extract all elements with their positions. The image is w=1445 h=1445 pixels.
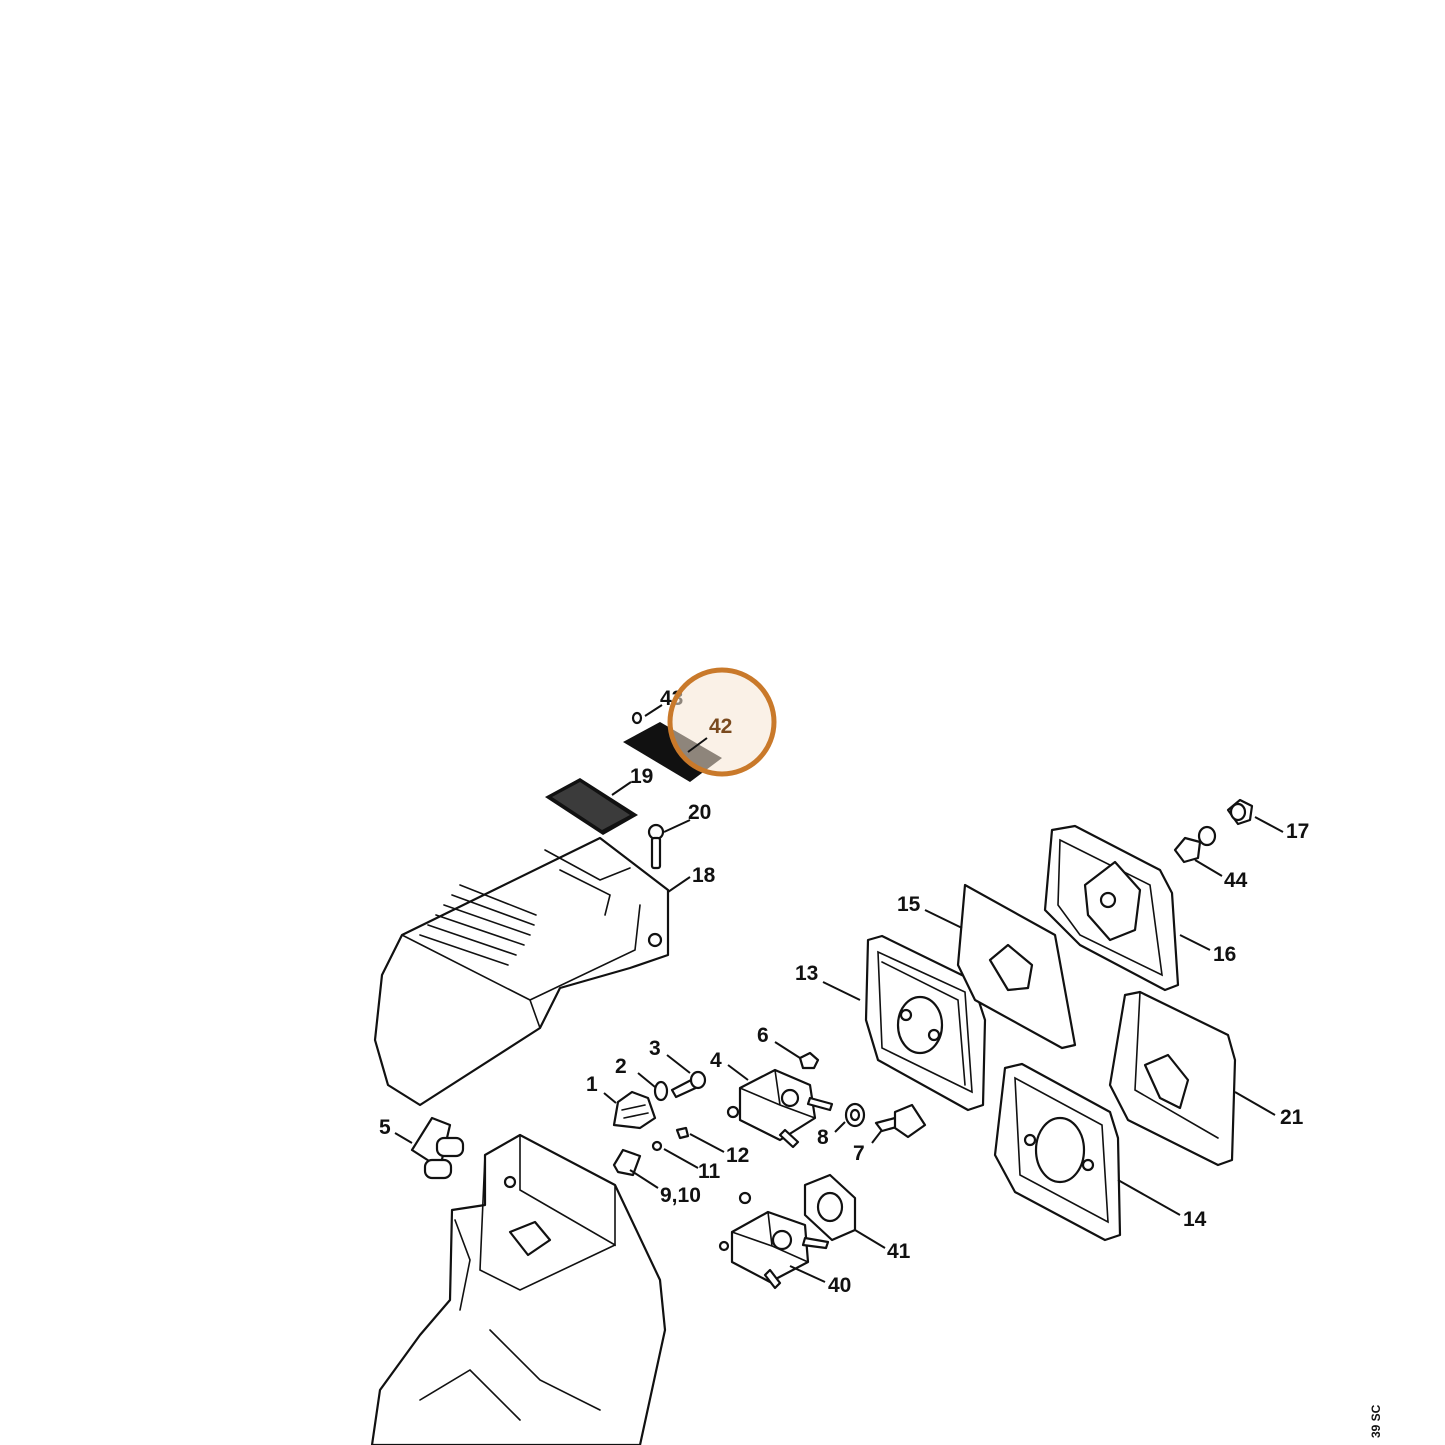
label-6: 6 <box>757 1024 769 1047</box>
part-filter-base-14[interactable] <box>993 1062 1122 1242</box>
label-20: 20 <box>688 801 711 824</box>
label-14: 14 <box>1183 1208 1207 1231</box>
highlight-marker-42[interactable]: 42 <box>667 667 777 777</box>
label-17: 17 <box>1286 820 1309 843</box>
highlight-leader <box>687 737 708 753</box>
label-9-10: 9,10 <box>660 1184 701 1207</box>
label-4: 4 <box>710 1049 722 1072</box>
highlight-circle <box>667 667 777 777</box>
part-filter-base-13[interactable] <box>864 934 987 1112</box>
part-intake-5[interactable] <box>410 1116 465 1180</box>
label-13: 13 <box>795 962 818 985</box>
label-16: 16 <box>1213 943 1236 966</box>
part-choke-7[interactable] <box>874 1103 927 1139</box>
label-12: 12 <box>726 1144 749 1167</box>
part-screw-3[interactable] <box>670 1070 707 1099</box>
part-washer-44[interactable] <box>1173 825 1217 864</box>
label-44: 44 <box>1224 869 1248 892</box>
part-filter-cover-16[interactable] <box>1043 824 1180 992</box>
part-nut-43[interactable] <box>631 711 643 725</box>
label-7: 7 <box>853 1142 865 1165</box>
part-baffle-1[interactable] <box>612 1090 657 1130</box>
label-41: 41 <box>887 1240 911 1263</box>
part-nut-17[interactable] <box>1226 798 1254 826</box>
label-5: 5 <box>379 1116 391 1139</box>
part-filter-15[interactable] <box>956 883 1077 1050</box>
part-carburetor-40[interactable] <box>718 1191 830 1290</box>
label-19: 19 <box>630 765 653 788</box>
label-3: 3 <box>649 1037 661 1060</box>
part-bolt-20[interactable] <box>647 823 665 870</box>
label-2: 2 <box>615 1055 627 1078</box>
drawing-code: 39 SC <box>1369 1404 1383 1438</box>
label-8: 8 <box>817 1126 829 1149</box>
label-21: 21 <box>1280 1106 1304 1129</box>
part-filter-21[interactable] <box>1108 990 1237 1167</box>
part-gasket-41[interactable] <box>803 1173 857 1242</box>
part-carburetor-4[interactable] <box>726 1068 834 1149</box>
part-lever-9-10[interactable] <box>612 1148 642 1177</box>
part-housing <box>370 1133 667 1445</box>
part-label-19[interactable] <box>545 778 638 835</box>
label-1: 1 <box>586 1073 598 1096</box>
shroud-cooling-slots <box>419 884 537 966</box>
part-spacer-8[interactable] <box>844 1102 866 1128</box>
part-washer-2[interactable] <box>653 1080 669 1102</box>
label-40: 40 <box>828 1274 851 1297</box>
part-nut-6[interactable] <box>798 1051 820 1070</box>
part-washer-11[interactable] <box>651 1140 663 1152</box>
label-11: 11 <box>698 1160 721 1183</box>
label-18: 18 <box>692 864 716 887</box>
leader-lines <box>394 704 1284 1283</box>
part-shroud-18[interactable] <box>373 836 670 1107</box>
part-screw-12[interactable] <box>675 1126 690 1140</box>
label-15: 15 <box>897 893 921 916</box>
highlight-label: 42 <box>709 715 732 738</box>
